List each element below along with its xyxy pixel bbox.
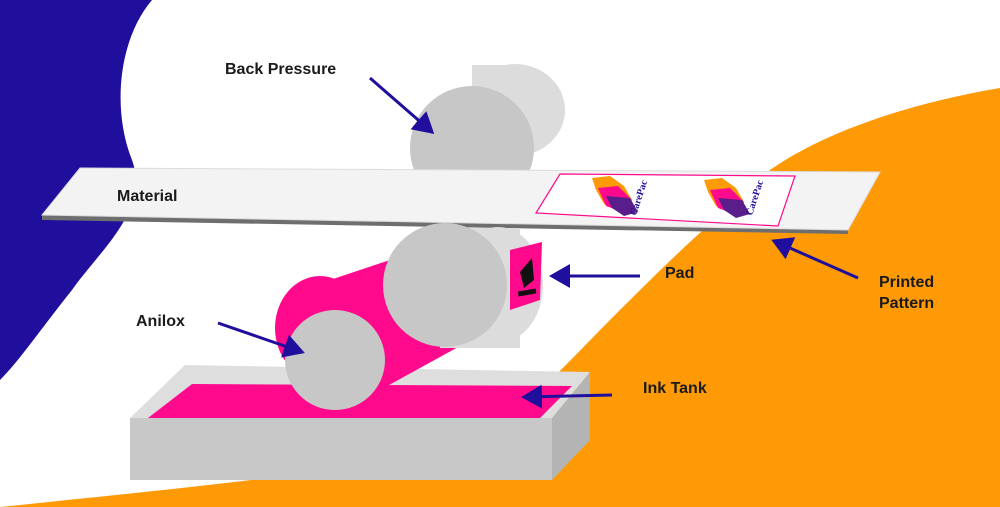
ink-tank-label: Ink Tank <box>643 380 707 397</box>
back-pressure-arrow <box>369 76 435 134</box>
printed-pattern-label: Printed Pattern <box>879 274 935 312</box>
pad-roller <box>383 223 543 348</box>
printed-pattern-arrow <box>771 237 859 280</box>
printed-pattern-area: CarePac CarePac <box>534 173 796 227</box>
ink-tank-arrow <box>521 384 613 409</box>
anilox-label: Anilox <box>136 313 185 330</box>
back-pressure-label: Back Pressure <box>225 61 337 78</box>
material-label: Material <box>117 188 178 205</box>
anilox-arrow <box>217 321 305 358</box>
pad-label: Pad <box>665 265 695 282</box>
